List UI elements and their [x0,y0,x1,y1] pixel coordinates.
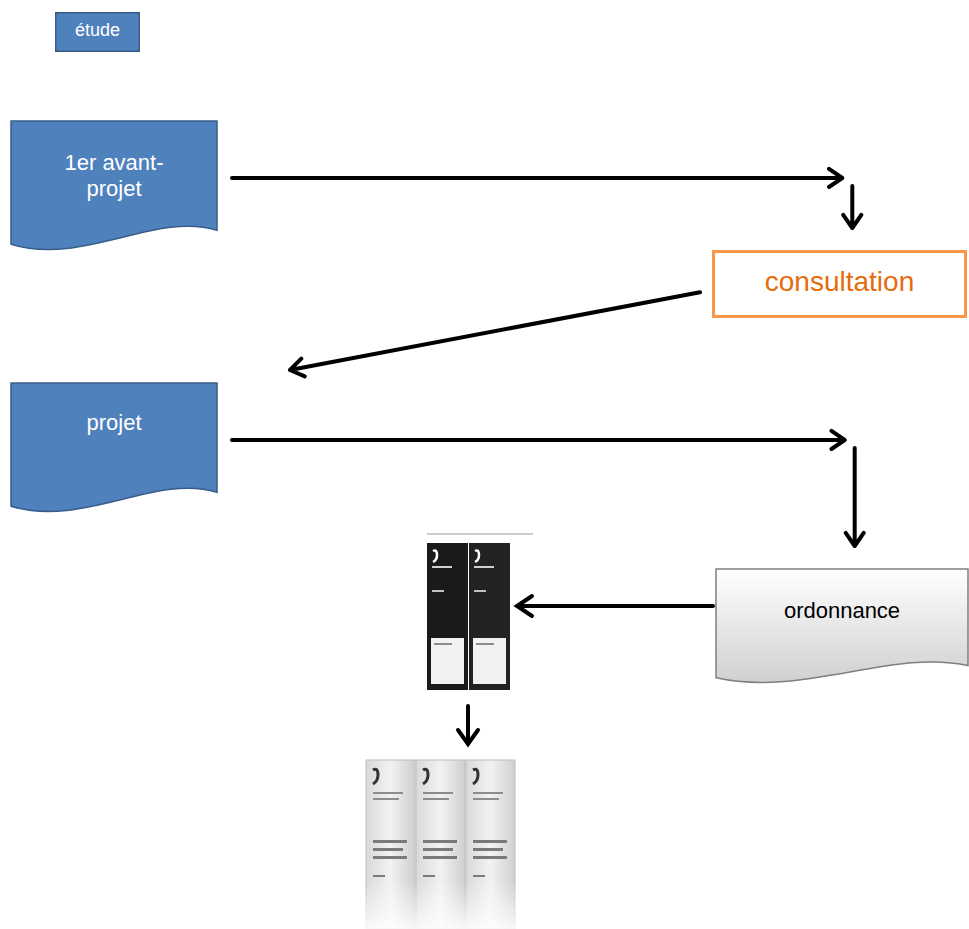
shape-outline [714,252,966,317]
layout-arrow [458,596,713,744]
flow-arrow [232,431,864,546]
title-box: étude [55,12,140,52]
shape-outline [56,13,140,52]
node-label: projet [86,410,141,436]
shape-outline [10,382,218,520]
node-label: étude [75,20,120,42]
shape-outline [715,568,969,690]
document-shape: projet [10,382,218,520]
process-box: consultation [712,250,967,318]
shape-outline [716,569,968,682]
node-label: 1er avant-projet [44,150,184,203]
flow-arrow [290,292,700,376]
grey-binders [360,760,520,929]
document-shape: 1er avant-projet [10,120,218,258]
shape-outline [11,121,217,250]
document-shape: ordonnance [715,568,969,690]
node-label: ordonnance [784,598,900,624]
shape-outline [11,383,217,512]
node-label: consultation [765,265,914,299]
black-binders [427,534,533,690]
flow-arrow [232,169,861,228]
